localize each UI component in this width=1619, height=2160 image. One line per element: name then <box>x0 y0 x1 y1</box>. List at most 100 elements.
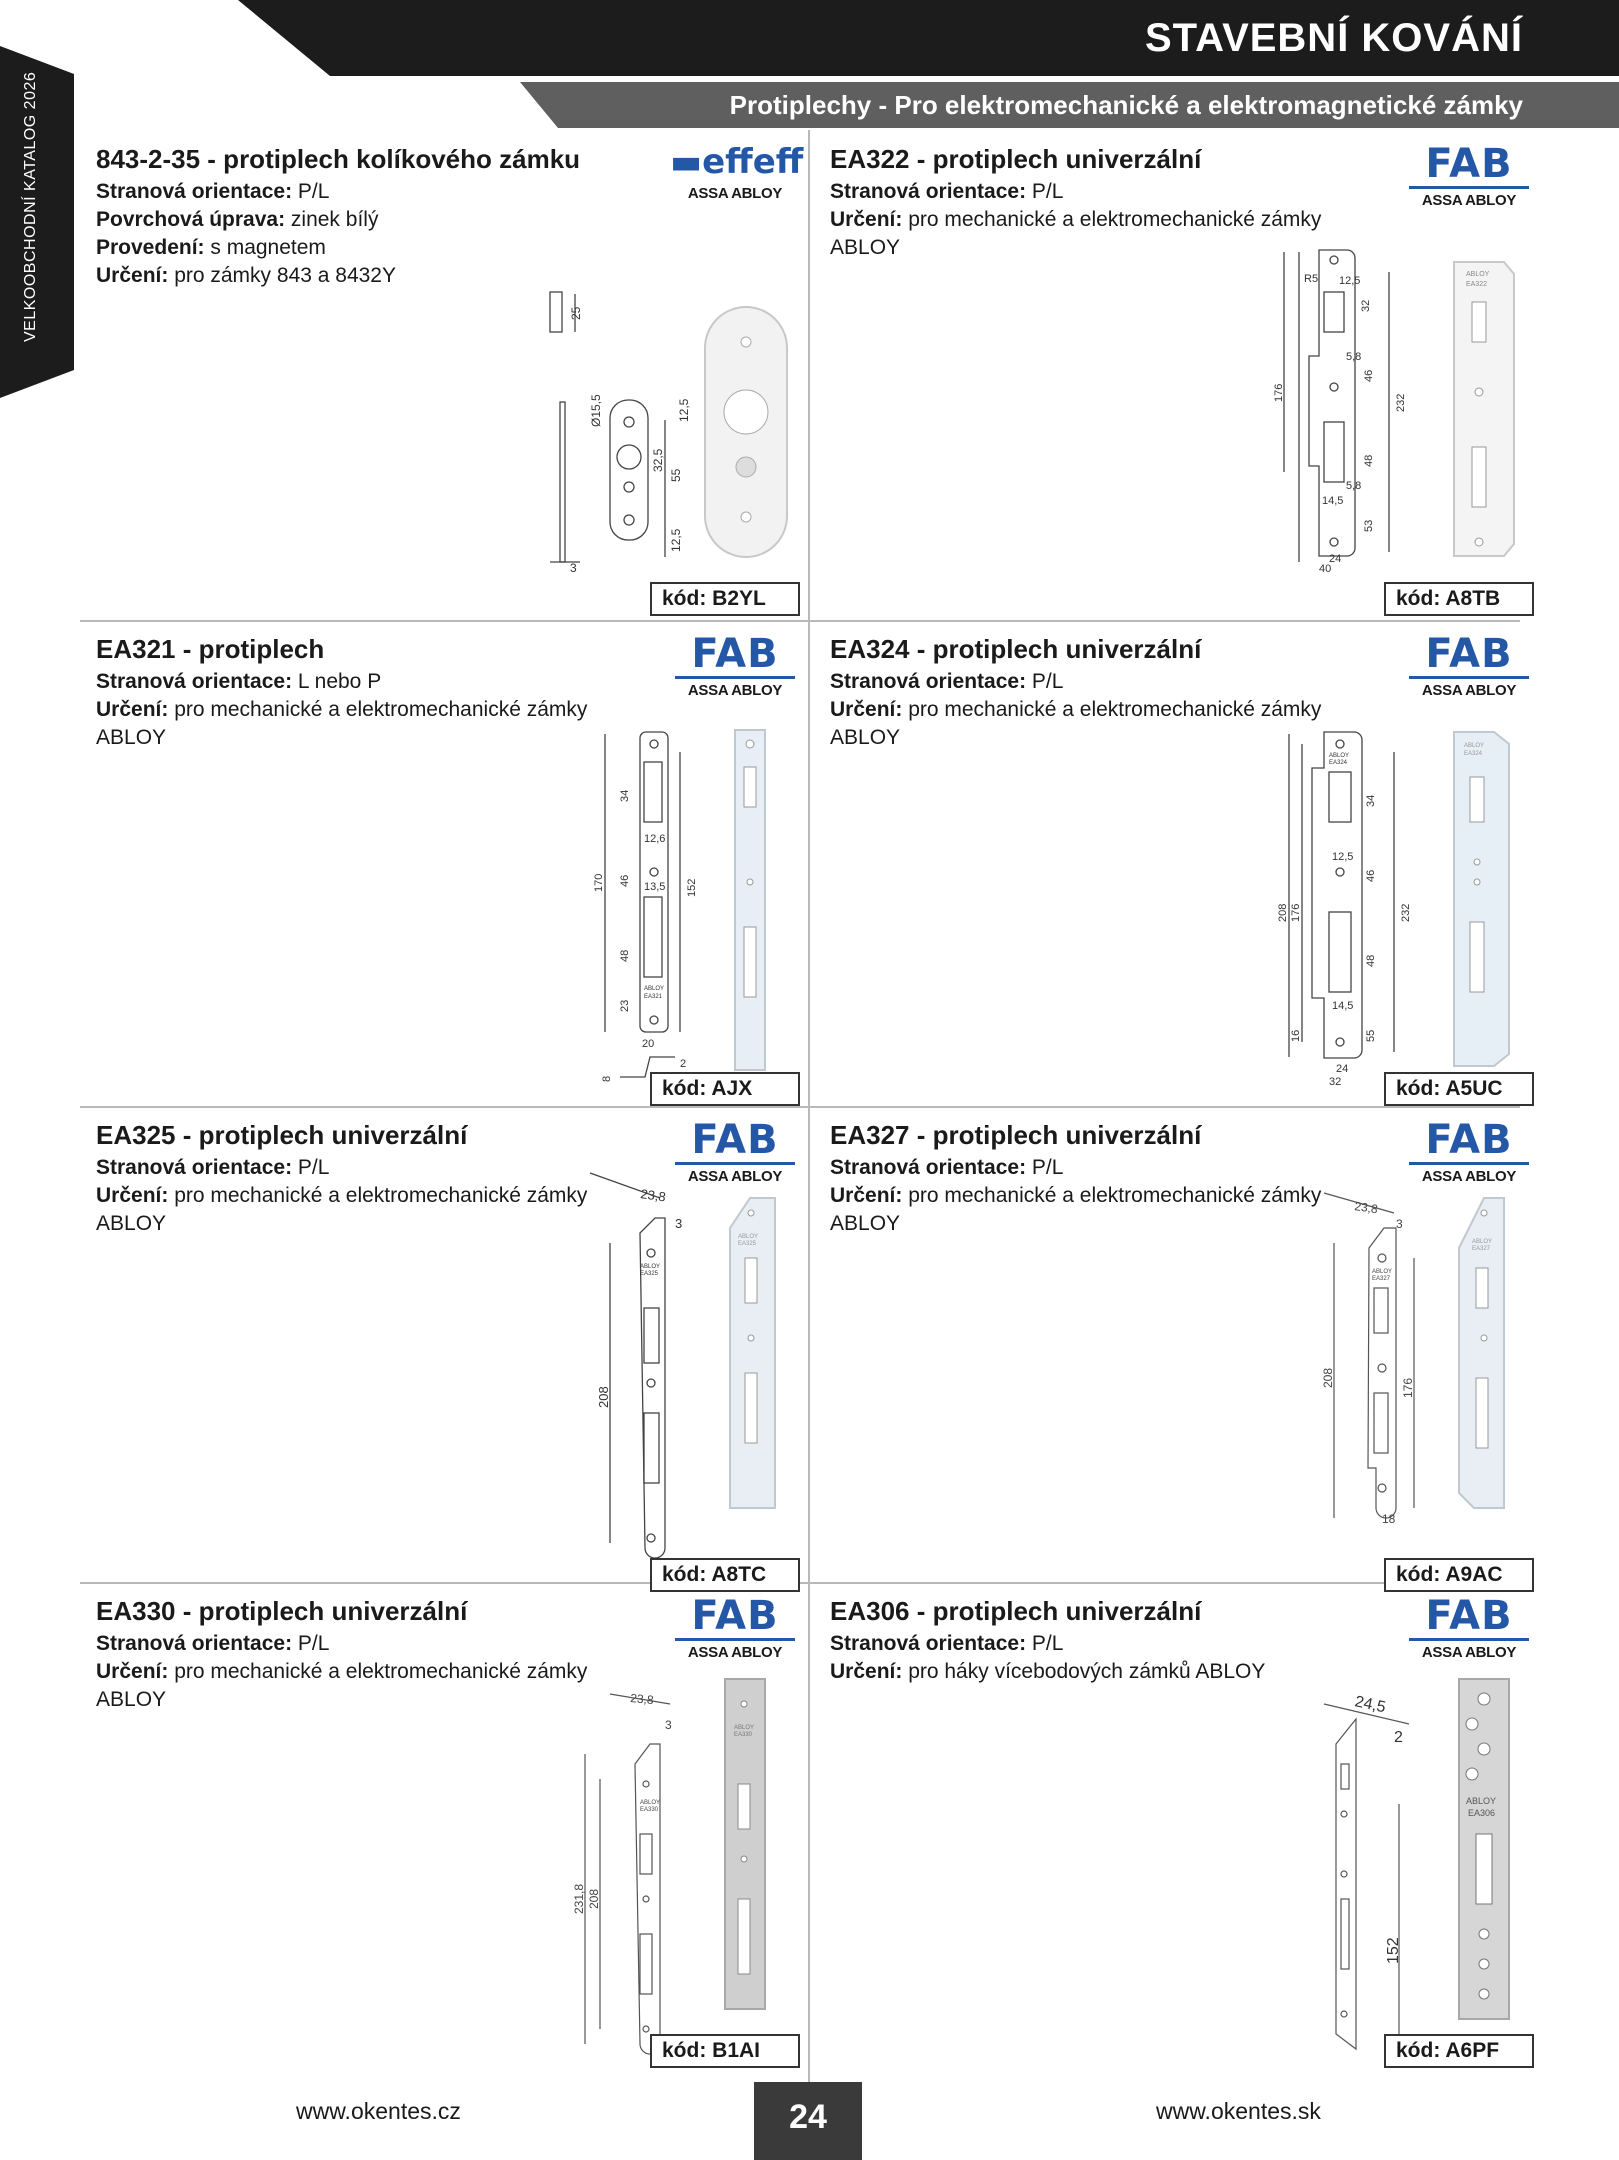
product-code: kód: AJX <box>650 1072 800 1106</box>
svg-text:EA324: EA324 <box>1464 751 1483 757</box>
spec-line: Stranová orientace: L nebo P <box>96 670 382 693</box>
svg-text:ABLOY: ABLOY <box>1464 743 1484 749</box>
svg-text:8: 8 <box>601 1076 613 1082</box>
technical-drawing: 23,8 3 208 176 18 ABLOY EA327 <box>1321 1192 1415 1526</box>
svg-text:24: 24 <box>1336 1063 1348 1075</box>
svg-text:ABLOY: ABLOY <box>734 1725 754 1731</box>
spec-line: ABLOY <box>830 1212 901 1235</box>
svg-text:55: 55 <box>1365 1030 1377 1042</box>
spec-line: Stranová orientace: P/L <box>96 1632 330 1655</box>
spec-line: Stranová orientace: P/L <box>830 180 1064 203</box>
spec-line: Povrchová úprava: zinek bílý <box>96 208 379 231</box>
svg-text:232: 232 <box>1400 904 1412 922</box>
grid-divider-row-3 <box>80 1582 1520 1584</box>
subheader-bar <box>520 82 1619 128</box>
svg-text:46: 46 <box>1365 870 1377 882</box>
svg-text:EA321: EA321 <box>644 994 663 1000</box>
spec-line: Určení: pro mechanické a elektromechanic… <box>830 1184 1322 1207</box>
product-photo: ABLOY EA322 <box>1453 261 1515 557</box>
product-title: 843-2-35 - protiplech kolíkového zámku <box>96 144 581 174</box>
svg-text:208: 208 <box>1321 1368 1335 1388</box>
svg-text:2: 2 <box>1394 1729 1403 1746</box>
product-code: kód: A6PF <box>1384 2034 1534 2068</box>
product-photo: ABLOY EA327 <box>1458 1197 1505 1509</box>
product-photo: ABLOY EA330 <box>724 1678 766 2010</box>
svg-text:EA327: EA327 <box>1472 1246 1491 1252</box>
page-subtitle: Protiplechy - Pro elektromechanické a el… <box>729 90 1523 120</box>
product-photo <box>704 306 788 558</box>
product-title: EA322 - protiplech univerzální <box>830 144 1202 174</box>
svg-text:13,5: 13,5 <box>644 881 665 893</box>
page-number: 24 <box>754 2082 862 2160</box>
svg-text:EA322: EA322 <box>1466 281 1487 288</box>
footer-link-cz[interactable]: www.okentes.cz <box>296 2098 461 2124</box>
svg-text:32: 32 <box>1329 1076 1341 1088</box>
brand-logo-fab: FAB ASSA ABLOY <box>670 632 800 702</box>
product-code: kód: A8TC <box>650 1558 800 1592</box>
spec-line: ABLOY <box>96 1688 167 1711</box>
dim-label: 12,5 <box>669 528 683 552</box>
svg-text:5,8: 5,8 <box>1346 480 1361 492</box>
svg-text:14,5: 14,5 <box>1332 1000 1353 1012</box>
spec-line: Určení: pro háky vícebodových zámků ABLO… <box>830 1660 1266 1683</box>
product-photo: ABLOY EA324 <box>1453 731 1510 1067</box>
spec-line: ABLOY <box>830 236 901 259</box>
brand-logo-fab: FAB ASSA ABLOY <box>1404 632 1534 702</box>
brand-logo-fab: FAB ASSA ABLOY <box>670 1118 800 1188</box>
spec-line: Určení: pro mechanické a elektromechanic… <box>96 1660 588 1683</box>
product-code: kód: B2YL <box>650 582 800 616</box>
dim-label: 25 <box>569 306 583 320</box>
svg-text:3: 3 <box>675 1216 682 1231</box>
product-title: EA324 - protiplech univerzální <box>830 634 1202 664</box>
svg-text:EA330: EA330 <box>640 1807 659 1813</box>
svg-text:3: 3 <box>1396 1217 1403 1231</box>
side-tab <box>0 46 74 398</box>
svg-text:24,5: 24,5 <box>1353 1693 1387 1716</box>
product-photo: ABLOY EA325 <box>729 1197 776 1509</box>
svg-text:ABLOY: ABLOY <box>1466 1796 1496 1806</box>
svg-text:231,8: 231,8 <box>572 1884 586 1914</box>
product-title: EA327 - protiplech univerzální <box>830 1120 1202 1150</box>
svg-text:EA325: EA325 <box>640 1271 659 1277</box>
grid-divider-row-2 <box>80 1106 1520 1108</box>
spec-line: Určení: pro zámky 843 a 8432Y <box>96 264 396 287</box>
technical-drawing: 34 12,6 170 46 13,5 152 48 23 20 8 2 ABL… <box>593 731 698 1082</box>
spec-line: ABLOY <box>96 726 167 749</box>
dim-label: 32,5 <box>651 448 665 472</box>
svg-text:48: 48 <box>619 950 631 962</box>
svg-text:ABLOY: ABLOY <box>644 986 664 992</box>
spec-line: ABLOY <box>830 726 901 749</box>
svg-text:152: 152 <box>686 879 698 897</box>
dim-label: Ø15,5 <box>589 394 603 427</box>
spec-line: Stranová orientace: P/L <box>830 1632 1064 1655</box>
svg-text:EA306: EA306 <box>1468 1808 1495 1818</box>
product-title: EA330 - protiplech univerzální <box>96 1596 468 1626</box>
svg-text:24: 24 <box>1329 553 1341 565</box>
brand-logo-effeff: ▬effeff ASSA ABLOY <box>670 142 804 202</box>
product-code: kód: A9AC <box>1384 1558 1534 1592</box>
svg-text:46: 46 <box>619 875 631 887</box>
svg-text:12,5: 12,5 <box>1339 275 1360 287</box>
svg-text:170: 170 <box>593 874 605 892</box>
svg-text:48: 48 <box>1365 955 1377 967</box>
svg-text:3: 3 <box>665 1718 672 1732</box>
svg-text:32: 32 <box>1360 300 1372 312</box>
product-card-843-2-35: 843-2-35 - protiplech kolíkového zámku S… <box>80 132 810 620</box>
brand-logo-fab: FAB ASSA ABLOY <box>670 1594 800 1664</box>
technical-drawing: 24,5 2 152 <box>1323 1693 1410 2051</box>
svg-text:ABLOY: ABLOY <box>1466 271 1490 278</box>
header-bar <box>238 0 1619 76</box>
grid-divider-row-1 <box>80 620 1520 622</box>
product-title: EA321 - protiplech <box>96 634 325 664</box>
spec-line: Určení: pro mechanické a elektromechanic… <box>96 698 588 721</box>
svg-text:20: 20 <box>642 1038 654 1050</box>
brand-logo-fab: FAB ASSA ABLOY <box>1404 1594 1534 1664</box>
grid-divider-vertical <box>808 130 810 2086</box>
footer-link-sk[interactable]: www.okentes.sk <box>1156 2098 1321 2124</box>
svg-text:R5: R5 <box>1304 273 1318 285</box>
svg-text:ABLOY: ABLOY <box>738 1234 758 1240</box>
spec-line: Určení: pro mechanické a elektromechanic… <box>830 208 1322 231</box>
svg-text:ABLOY: ABLOY <box>1372 1269 1392 1275</box>
product-card-ea306: EA306 - protiplech univerzální Stranová … <box>814 1584 1544 2072</box>
svg-text:ABLOY: ABLOY <box>640 1800 660 1806</box>
